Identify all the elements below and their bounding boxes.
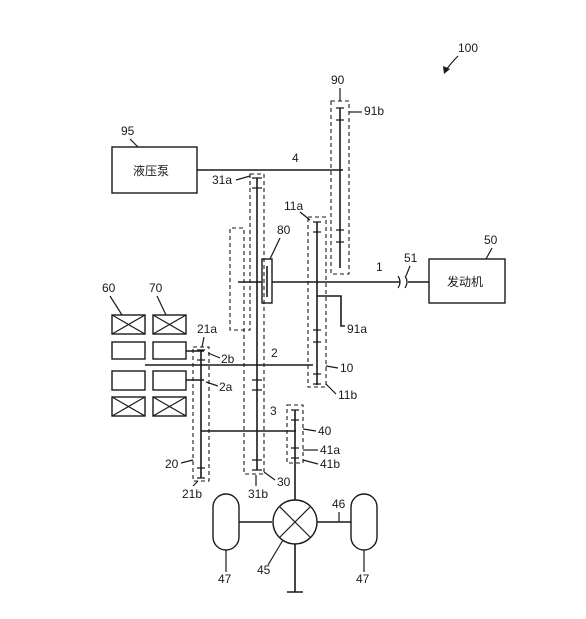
- ref-41a-label: 41a: [320, 443, 340, 457]
- engine-label: 发动机: [447, 274, 483, 289]
- ref-80-leader: [269, 237, 281, 260]
- ref-91a-label: 91a: [347, 322, 367, 336]
- gear-set-20-outline: [192, 346, 210, 482]
- ref-50-leader: [485, 247, 493, 260]
- motor-stack: [111, 314, 187, 417]
- ref-20-label: 20: [165, 457, 179, 471]
- differential-45-cross: [279, 506, 311, 538]
- ref-21a-leader: [201, 336, 205, 348]
- ref-90-label: 90: [331, 73, 345, 87]
- motor-60-upper-cross: [111, 314, 146, 335]
- ref-31a-leader: [235, 175, 251, 181]
- gear-set-30-outline: [229, 173, 265, 475]
- ref-30-leader: [263, 471, 276, 481]
- motor-60-core-box: [111, 370, 146, 391]
- ref-47-left-label: 47: [218, 572, 232, 586]
- ref-40-label: 40: [318, 424, 332, 438]
- ref-60-leader: [109, 295, 123, 316]
- ref-30-label: 30: [277, 475, 291, 489]
- ref-3-label: 3: [270, 404, 277, 418]
- ref-100-arrowhead: [443, 66, 450, 74]
- motor-70-upper-cross: [152, 314, 187, 335]
- shaft-1-break-mark: [397, 275, 408, 289]
- ref-31b-label: 31b: [248, 487, 268, 501]
- motor-60-rotor-box: [111, 341, 146, 360]
- motor-70-rotor-box: [152, 341, 187, 360]
- ref-51-leader: [405, 265, 411, 277]
- gear-90-teeth: [336, 107, 344, 243]
- gear-30-teeth: [252, 177, 262, 471]
- ref-40-leader: [302, 428, 317, 432]
- ref-21b-label: 21b: [182, 487, 202, 501]
- gear-set-40-outline: [286, 404, 304, 464]
- ref-2-label: 2: [271, 346, 278, 360]
- wheel-left: [212, 493, 240, 551]
- gear-set-10-outline: [307, 216, 327, 388]
- ref-11a-label: 11a: [284, 199, 303, 213]
- ref-45-leader: [267, 539, 284, 566]
- ref-11b-leader: [325, 383, 337, 395]
- ref-20-leader: [180, 459, 194, 464]
- gear-40-teeth: [291, 409, 299, 459]
- ref-11a-leader: [299, 211, 311, 221]
- ref-100-label: 100: [458, 41, 478, 55]
- ref-46-label: 46: [332, 497, 346, 511]
- ref-50-label: 50: [484, 233, 498, 247]
- ref-21b-leader: [192, 480, 199, 487]
- wheel-right: [350, 493, 378, 551]
- ref-11b-label: 11b: [338, 388, 357, 402]
- ref-4-label: 4: [292, 151, 299, 165]
- output-91a-link: [317, 295, 345, 327]
- ref-95-leader: [129, 138, 139, 148]
- ref-2b-label: 2b: [221, 352, 235, 366]
- ref-80-label: 80: [277, 223, 291, 237]
- ref-2b-leader: [207, 352, 221, 359]
- hydraulic-pump-label: 液压泵: [133, 163, 169, 178]
- differential-ground: [287, 544, 303, 593]
- ref-31a-label: 31a: [212, 173, 232, 187]
- ref-2a-leader: [205, 381, 219, 387]
- ref-100-leader: [445, 55, 459, 71]
- ref-10-label: 10: [340, 361, 354, 375]
- hydraulic-pump-box: [111, 146, 198, 194]
- ref-21a-label: 21a: [197, 322, 217, 336]
- ref-60-label: 60: [102, 281, 116, 295]
- ref-47-right-label: 47: [356, 572, 370, 586]
- ref-45-label: 45: [257, 563, 271, 577]
- ref-51-label: 51: [404, 251, 418, 265]
- ref-41b-leader: [302, 459, 319, 465]
- ref-70-label: 70: [149, 281, 163, 295]
- ref-70-leader: [156, 295, 167, 316]
- gear-10-teeth: [313, 221, 321, 385]
- motor-70-core-box: [152, 370, 187, 391]
- ref-1-label: 1: [376, 260, 383, 274]
- ref-41b-label: 41b: [320, 457, 340, 471]
- motor-60-lower-cross: [111, 396, 146, 417]
- ref-10-leader: [325, 365, 339, 369]
- engine-box: [428, 258, 506, 304]
- motor-70-lower-cross: [152, 396, 187, 417]
- ref-2a-label: 2a: [219, 380, 233, 394]
- gear-20-teeth: [197, 349, 205, 479]
- ref-91b-label: 91b: [364, 104, 384, 118]
- ref-95-label: 95: [121, 124, 135, 138]
